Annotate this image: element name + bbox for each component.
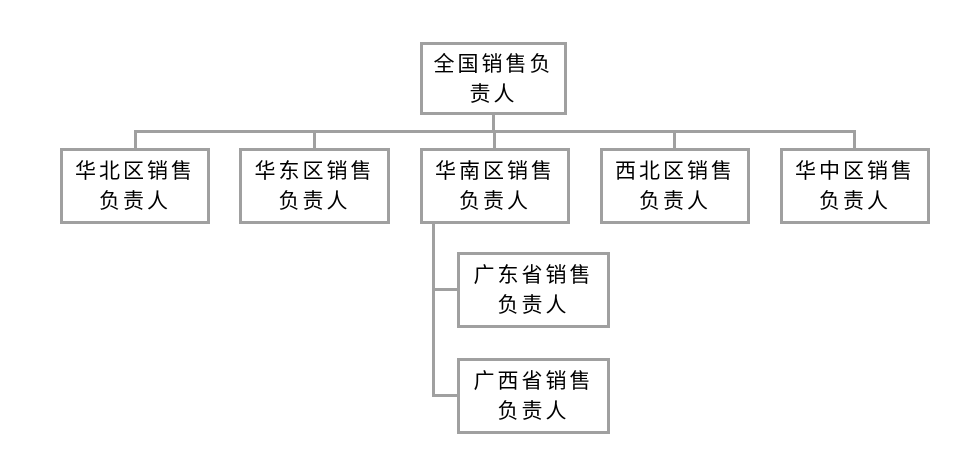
connector-drop-central [853, 130, 856, 148]
node-north-region-sales[interactable]: 华北区销售 负责人 [60, 148, 210, 224]
connector-drop-northwest [673, 130, 676, 148]
node-national-sales-manager[interactable]: 全国销售负 责人 [420, 42, 567, 115]
connector-drop-north [134, 130, 137, 148]
connector-south-vertical [432, 221, 435, 397]
connector-root-stub [492, 114, 495, 133]
node-central-region-sales[interactable]: 华中区销售 负责人 [780, 148, 930, 224]
node-guangxi-province-sales[interactable]: 广西省销售 负责人 [457, 358, 610, 434]
node-guangdong-province-sales[interactable]: 广东省销售 负责人 [457, 252, 610, 328]
node-east-region-sales[interactable]: 华东区销售 负责人 [239, 148, 390, 224]
connector-branch-guangdong [432, 288, 458, 291]
node-northwest-region-sales[interactable]: 西北区销售 负责人 [600, 148, 750, 224]
connector-drop-south [493, 130, 496, 148]
node-south-region-sales[interactable]: 华南区销售 负责人 [420, 148, 570, 224]
connector-drop-east [313, 130, 316, 148]
connector-branch-guangxi [432, 394, 458, 397]
